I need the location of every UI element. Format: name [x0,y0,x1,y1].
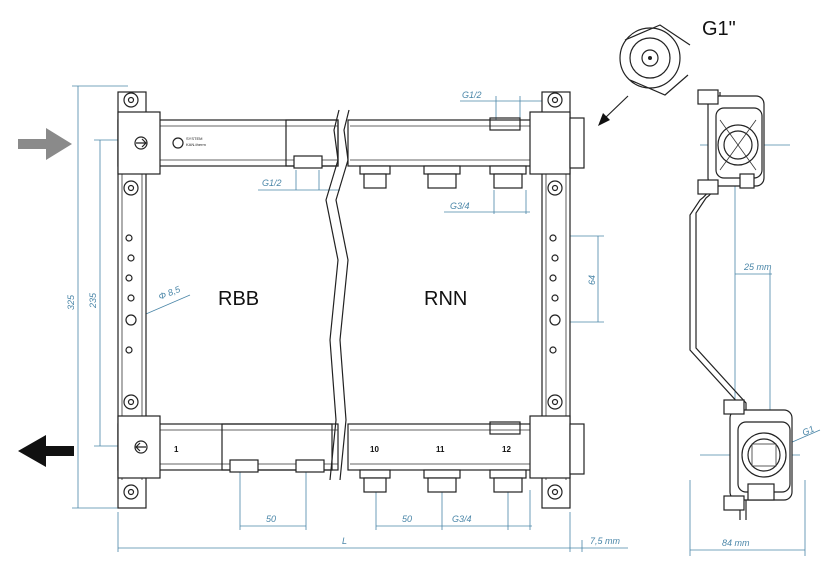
svg-text:SYSTEM: SYSTEM [186,136,202,141]
dim-side-width: 84 mm [722,538,750,548]
dim-inner-height: 235 [88,292,98,309]
svg-text:KAN-therm: KAN-therm [186,142,206,147]
dim-spacing-right: 50 [402,514,412,524]
kan-logo: SYSTEM KAN-therm [172,136,206,149]
return-outlet-arrow [18,435,74,467]
dim-thread-top-left: G1/2 [262,178,282,188]
dim-total-height: 325 [66,294,76,310]
dim-side-thread: G1 [801,424,816,438]
supply-manifold-beam [117,111,585,189]
dim-thread-top-right: G1/2 [462,90,482,100]
outlet-number-1: 1 [174,445,179,454]
dim-bracket-spacing: 64 [587,275,597,285]
outlet-number-11: 11 [436,445,445,454]
outlet-number-10: 10 [370,445,379,454]
break-lines [325,109,350,481]
return-manifold-beam [117,415,585,493]
dim-side-offset: 25 mm [743,262,772,272]
dim-thread-outlet-top: G3/4 [450,201,470,211]
dim-spacing-left: 50 [266,514,276,524]
connector-title: G1" [702,18,736,40]
connector-pointer-arrow [598,95,629,126]
dim-length: L [342,536,347,546]
supply-inlet-arrow [18,128,72,160]
dim-offset: 7,5 mm [590,536,621,546]
right-module-label: RNN [424,288,467,310]
g1-connector-fitting [619,24,691,96]
dim-thread-outlet-bottom: G3/4 [452,514,472,524]
dim-hole-diameter: Φ 8,5 [157,284,183,302]
outlet-number-12: 12 [502,445,511,454]
side-view-bracket [689,89,793,520]
left-module-label: RBB [218,288,259,310]
